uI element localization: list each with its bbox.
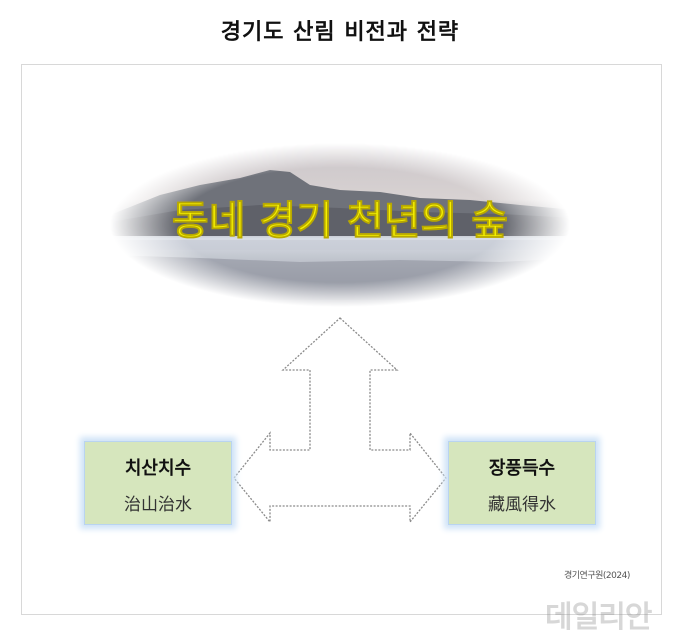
source-credit: 경기연구원(2024) (564, 571, 630, 581)
right-strategy-heading: 장풍득수 (488, 458, 556, 479)
three-way-arrow (233, 317, 447, 524)
watermark-logo: 데일리안 (545, 600, 652, 635)
left-strategy-box: 치산치수 治山治水 (84, 441, 232, 525)
right-strategy-box: 장풍득수 藏風得水 (448, 441, 596, 525)
vision-oval-image (100, 140, 580, 310)
left-strategy-heading: 치산치수 (124, 458, 192, 479)
page-title: 경기도 산림 비전과 전략 (220, 20, 460, 45)
right-strategy-hanja: 藏風得水 (488, 495, 556, 515)
vision-text: 동네 경기 천년의 숲 (172, 198, 508, 244)
left-strategy-hanja: 治山治水 (124, 495, 192, 515)
